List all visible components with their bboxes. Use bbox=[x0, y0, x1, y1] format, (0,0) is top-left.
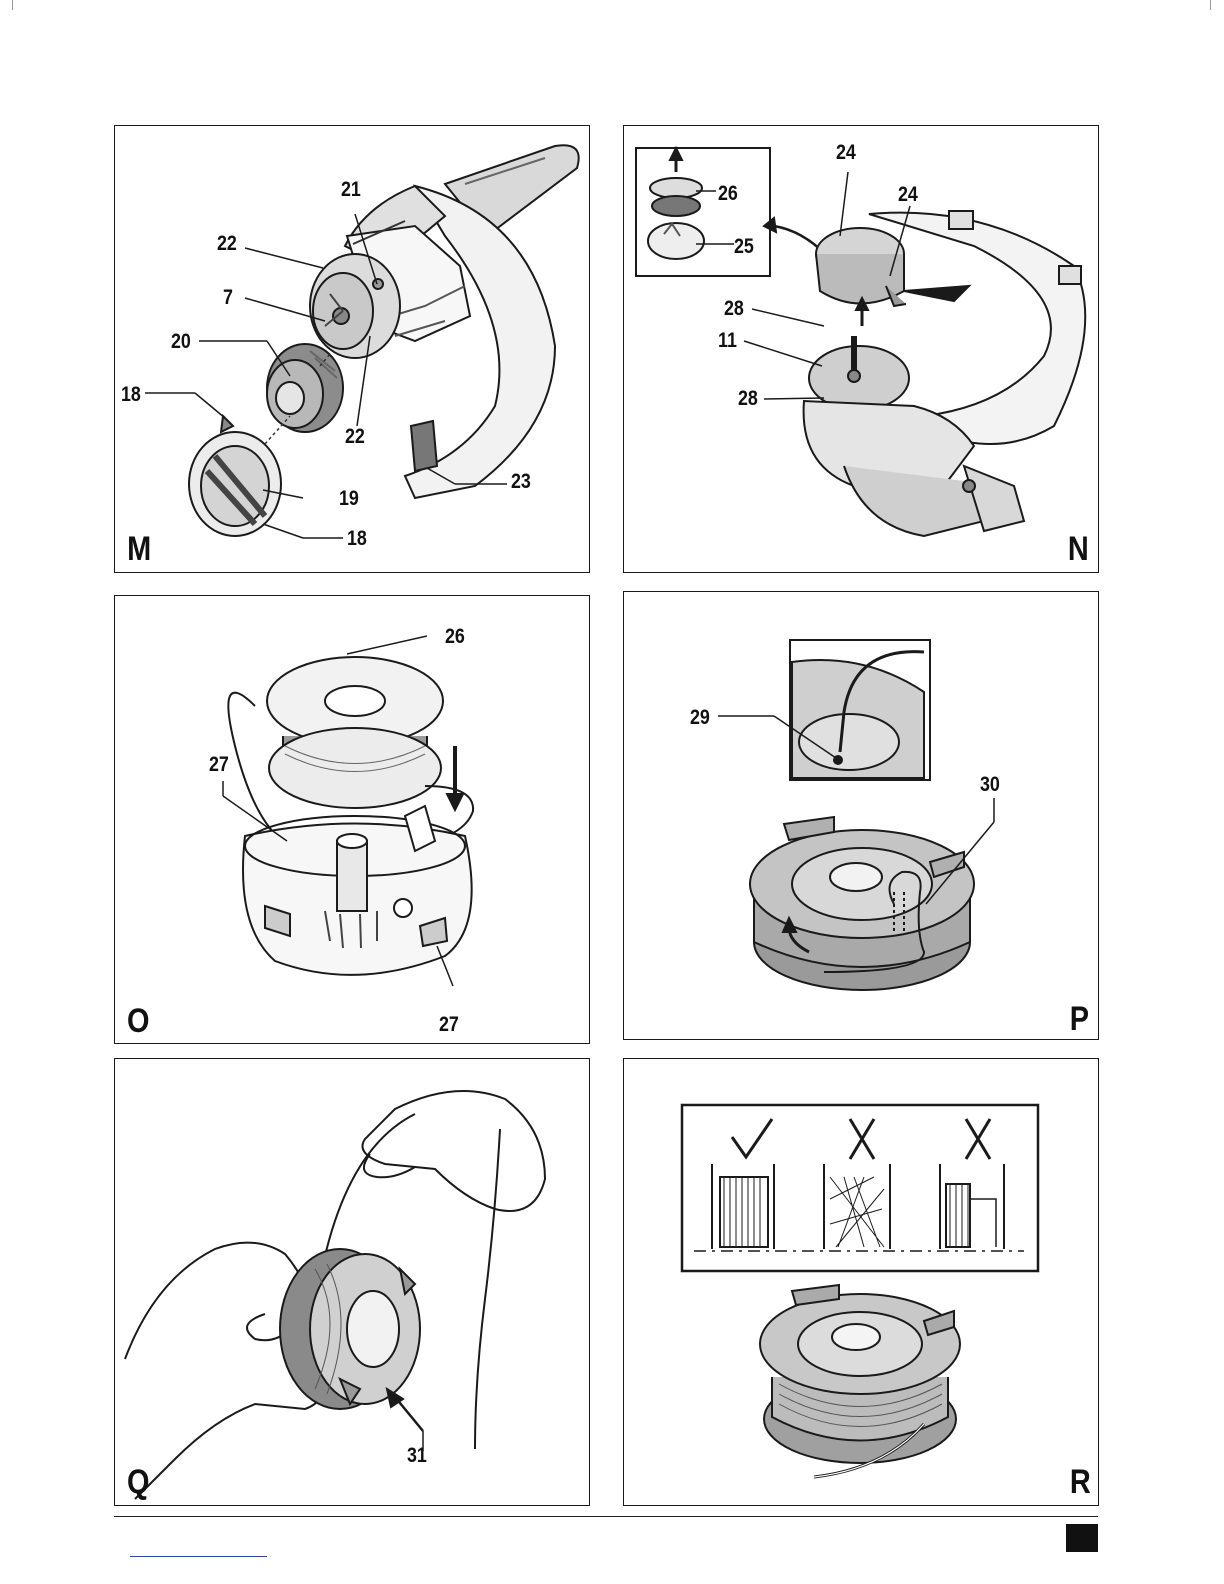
page-tab-marker bbox=[1066, 1524, 1098, 1552]
figure-letter-m: M bbox=[127, 532, 151, 566]
figure-p-illustration bbox=[624, 592, 1100, 1041]
callout-q-31: 31 bbox=[407, 1445, 427, 1466]
callout-m-23: 23 bbox=[511, 471, 531, 492]
callout-n-28-bottom: 28 bbox=[738, 388, 758, 409]
callout-o-27-bottom: 27 bbox=[439, 1014, 459, 1035]
figure-n-panel: 24 26 24 25 28 11 28 N bbox=[623, 125, 1099, 573]
callout-n-24-top: 24 bbox=[836, 142, 856, 163]
callout-n-24-side: 24 bbox=[898, 184, 918, 205]
callout-n-26: 26 bbox=[718, 183, 738, 204]
callout-m-22-top: 22 bbox=[217, 233, 237, 254]
figure-q-illustration bbox=[115, 1059, 591, 1507]
callout-m-20: 20 bbox=[171, 331, 191, 352]
callout-n-28-top: 28 bbox=[724, 298, 744, 319]
figure-m-panel: 21 22 7 20 18 22 19 18 23 M bbox=[114, 125, 590, 573]
figure-o-panel: 26 27 27 O bbox=[114, 595, 590, 1044]
figure-letter-o: O bbox=[127, 1004, 149, 1038]
callout-m-19: 19 bbox=[339, 488, 359, 509]
callout-p-29: 29 bbox=[690, 707, 710, 728]
callout-m-18-top: 18 bbox=[121, 384, 141, 405]
figure-o-illustration bbox=[115, 596, 591, 1045]
figure-r-illustration bbox=[624, 1059, 1100, 1507]
footer-link-underline[interactable] bbox=[130, 1556, 267, 1557]
callout-m-7: 7 bbox=[223, 287, 233, 308]
footer-rule bbox=[114, 1516, 1098, 1517]
figure-r-panel: R bbox=[623, 1058, 1099, 1506]
callout-m-18-bottom: 18 bbox=[347, 528, 367, 549]
figure-letter-p: P bbox=[1070, 1002, 1089, 1036]
callout-n-11: 11 bbox=[718, 330, 737, 351]
figure-letter-n: N bbox=[1068, 532, 1089, 566]
callout-m-22-bottom: 22 bbox=[345, 426, 365, 447]
figure-letter-r: R bbox=[1070, 1465, 1091, 1499]
figure-p-panel: 29 30 P bbox=[623, 591, 1099, 1040]
callout-p-30: 30 bbox=[980, 774, 1000, 795]
figure-n-illustration bbox=[624, 126, 1100, 574]
callout-n-25: 25 bbox=[734, 236, 754, 257]
figure-letter-q: Q bbox=[127, 1465, 149, 1499]
callout-o-26: 26 bbox=[445, 626, 465, 647]
callout-o-27-top: 27 bbox=[209, 754, 229, 775]
figure-q-panel: 31 Q bbox=[114, 1058, 590, 1506]
callout-m-21: 21 bbox=[341, 179, 361, 200]
